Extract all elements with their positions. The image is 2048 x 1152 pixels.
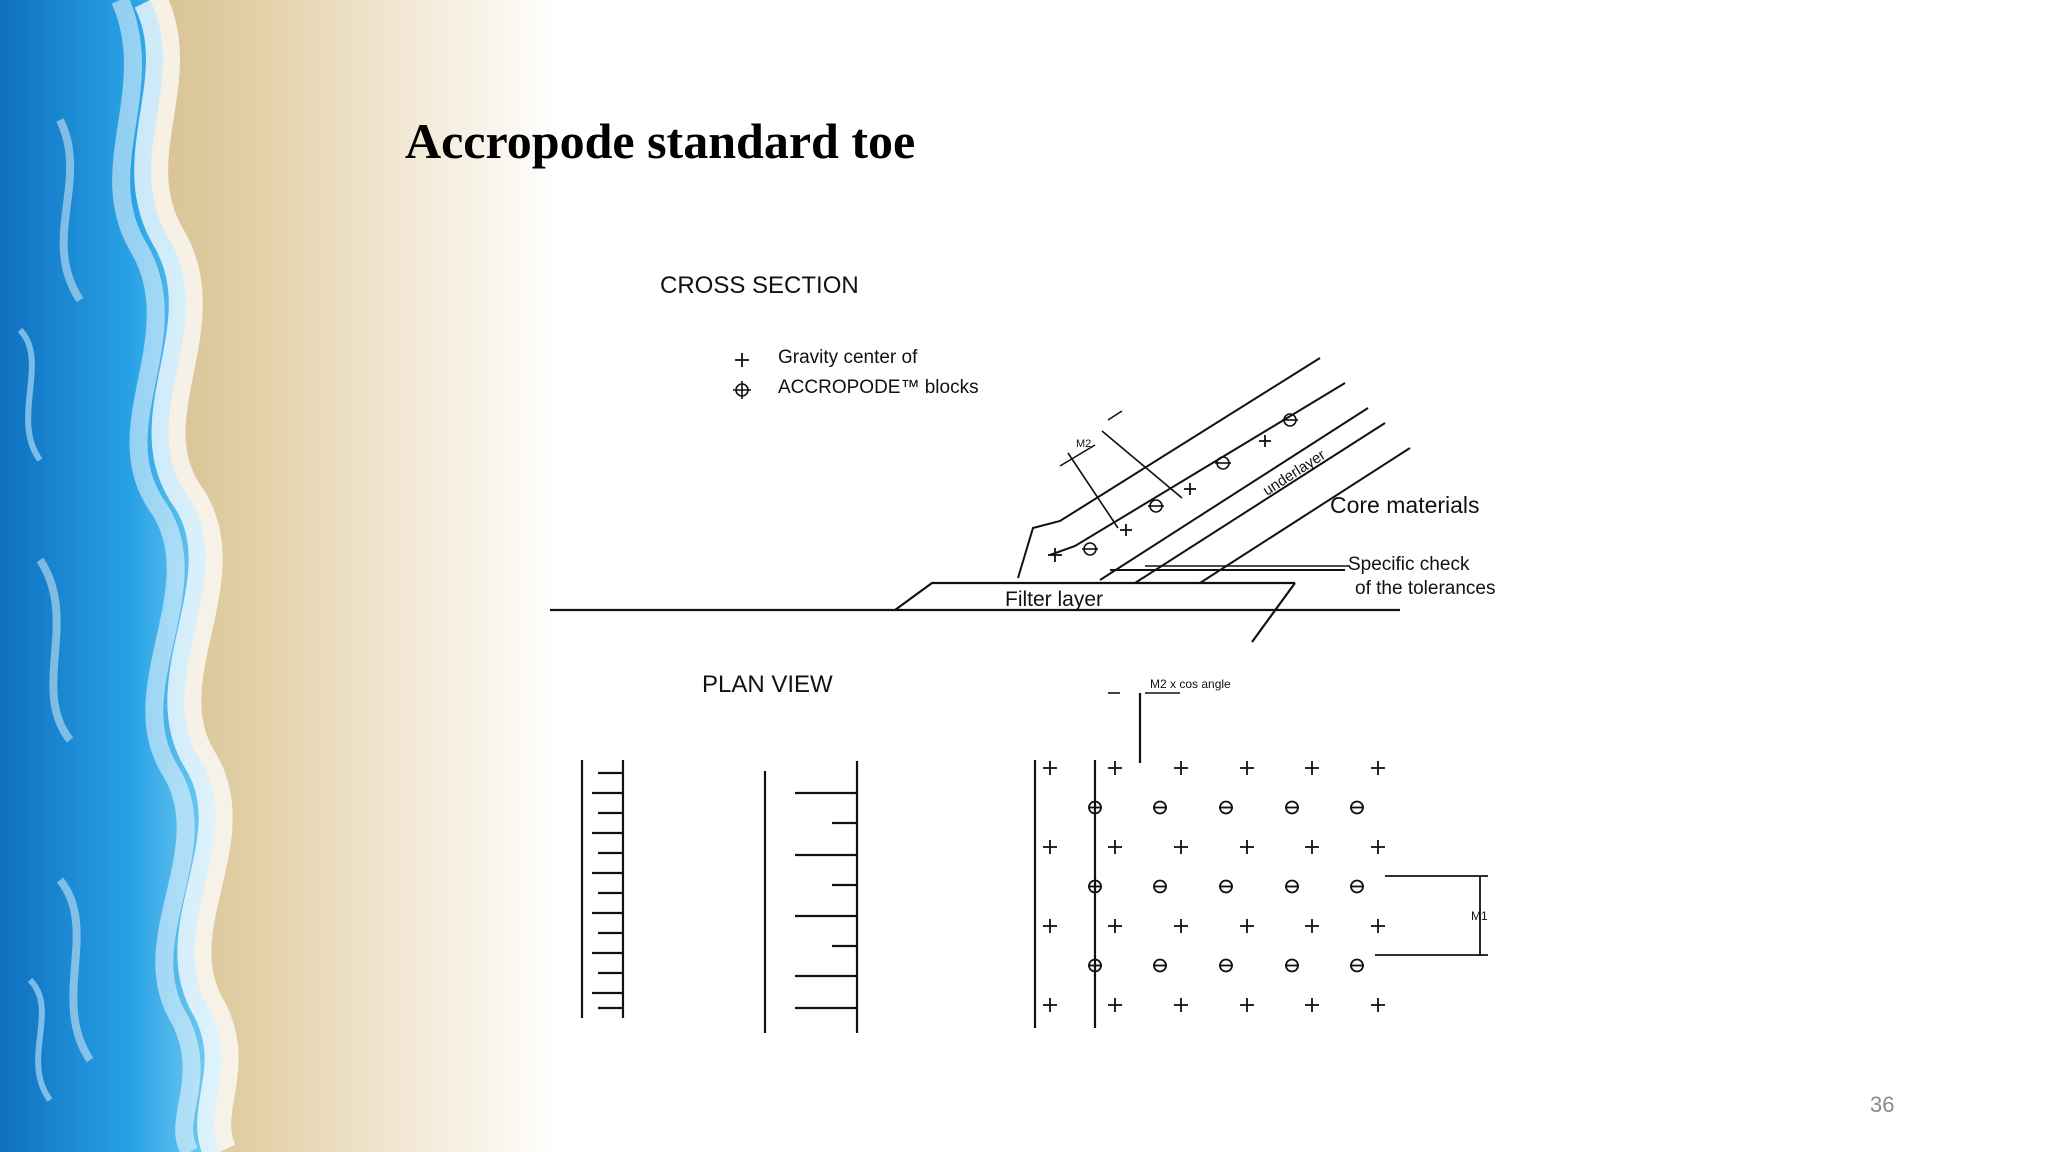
filter-layer-outline (894, 581, 1296, 643)
grid-circled-plus-marker (1285, 879, 1299, 894)
cross-section-heading: CROSS SECTION (660, 272, 859, 299)
grid-circled-plus-marker (1350, 879, 1364, 894)
grid-plus-marker (1108, 919, 1122, 933)
grid-circled-plus-marker (1219, 958, 1233, 973)
grid-plus-marker (1108, 761, 1122, 775)
grid-circled-plus-marker (1088, 800, 1102, 815)
grid-circled-plus-marker (1285, 958, 1299, 973)
armour-block-circled-markers (1082, 413, 1298, 556)
grid-circled-plus-marker (1153, 879, 1167, 894)
grid-plus-marker (1174, 919, 1188, 933)
grid-plus-marker (1305, 840, 1319, 854)
grid-plus-marker (1305, 919, 1319, 933)
tolerances-label: of the tolerances (1355, 578, 1495, 599)
m1-dimension-lines (1375, 875, 1488, 956)
plan-view-heading: PLAN VIEW (702, 671, 833, 698)
grid-plus-marker (1043, 761, 1057, 775)
grid-plus-marker (1305, 998, 1319, 1012)
grid-circled-plus-marker (1219, 800, 1233, 815)
plan-left-ladder (580, 760, 625, 1018)
grid-circled-plus-marker (1153, 958, 1167, 973)
slide-number: 36 (1870, 1092, 1895, 1117)
grid-plus-marker (1174, 998, 1188, 1012)
plan-grid-markers (1043, 761, 1385, 1012)
armour-layer-lines (1017, 357, 1411, 584)
grid-plus-marker (1371, 919, 1385, 933)
grid-plus-marker (1043, 998, 1057, 1012)
grid-circled-plus-marker (1088, 879, 1102, 894)
grid-plus-marker (1240, 998, 1254, 1012)
grid-circled-plus-marker (1088, 958, 1102, 973)
grid-plus-marker (1043, 919, 1057, 933)
plan-middle-ladder (763, 761, 859, 1033)
grid-plus-marker (1108, 998, 1122, 1012)
grid-circled-plus-marker (1285, 800, 1299, 815)
grid-circled-plus-marker (1219, 879, 1233, 894)
grid-plus-marker (1371, 998, 1385, 1012)
grid-plus-marker (1371, 840, 1385, 854)
grid-plus-marker (1240, 919, 1254, 933)
legend-circled-plus-symbol (733, 381, 751, 399)
beach-background-image (0, 0, 560, 1152)
grid-plus-marker (1174, 761, 1188, 775)
plan-grid-boundary-lines (1033, 693, 1142, 1028)
armour-block-plus-markers (1048, 435, 1271, 562)
grid-plus-marker (1108, 840, 1122, 854)
grid-plus-marker (1371, 761, 1385, 775)
accropode-toe-diagram: CROSS SECTION Gravity center of ACCROPOD… (550, 272, 1495, 1033)
m2-label: M2 (1076, 438, 1091, 450)
grid-plus-marker (1240, 761, 1254, 775)
core-materials-label: Core materials (1330, 492, 1480, 518)
grid-circled-plus-marker (1153, 800, 1167, 815)
specific-check-label: Specific check (1348, 554, 1470, 575)
grid-plus-marker (1043, 840, 1057, 854)
m1-label: M1 (1471, 909, 1488, 923)
m2-dimension-lines (1059, 410, 1183, 529)
legend-plus-symbol (735, 353, 749, 367)
legend-gravity-center-label: Gravity center of (778, 347, 918, 368)
grid-plus-marker (1174, 840, 1188, 854)
grid-plus-marker (1305, 761, 1319, 775)
filter-layer-label: Filter layer (1005, 588, 1103, 611)
slide-title: Accropode standard toe (405, 113, 916, 169)
grid-circled-plus-marker (1350, 800, 1364, 815)
m2-cos-angle-label: M2 x cos angle (1150, 677, 1231, 691)
legend-accropode-blocks-label: ACCROPODE™ blocks (778, 377, 979, 398)
grid-circled-plus-marker (1350, 958, 1364, 973)
grid-plus-marker (1240, 840, 1254, 854)
